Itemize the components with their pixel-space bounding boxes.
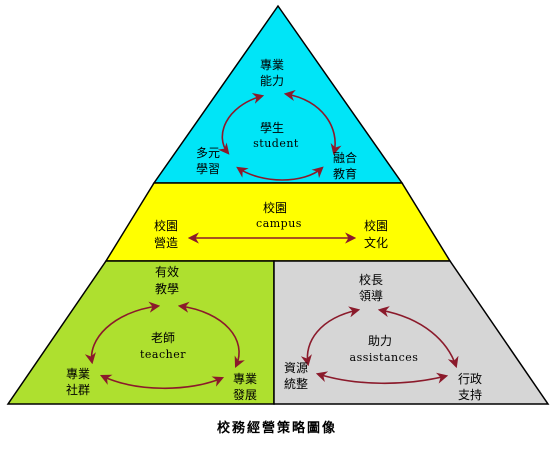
campus-left-label-line2: 營造 xyxy=(154,236,178,250)
teacher-right-label-line2: 發展 xyxy=(233,387,257,402)
student-left-label-line2: 學習 xyxy=(196,162,220,176)
teacher-top-label-line1: 有效 xyxy=(155,264,179,279)
cycle-arrow xyxy=(217,93,265,155)
pyramid-top-section xyxy=(152,4,404,184)
cycle-arrow xyxy=(283,89,342,156)
cycle-arrow xyxy=(300,306,361,367)
student-top-label-line2: 能力 xyxy=(260,74,284,88)
campus-center-label-zh: 校園 xyxy=(263,200,287,215)
cycle-arrow xyxy=(315,371,449,385)
cycle-arrow xyxy=(377,306,459,369)
assistances-right-label-line2: 支持 xyxy=(458,387,482,402)
assistances-right-label-line1: 行政 xyxy=(458,372,482,386)
cycle-arrow xyxy=(99,374,225,390)
teacher-left-label-line2: 社群 xyxy=(66,382,90,397)
assistances-cycle xyxy=(300,306,459,385)
teacher-top-label-line2: 教學 xyxy=(155,281,179,296)
student-right-label-line1: 融合 xyxy=(333,150,357,165)
campus-right-label-line2: 文化 xyxy=(364,235,388,250)
teacher-center-label-en: teacher xyxy=(140,348,186,361)
assistances-top-label-line2: 領導 xyxy=(359,288,383,303)
assistances-top-label-line1: 校長 xyxy=(359,272,383,287)
teacher-right-label-line1: 專業 xyxy=(233,372,257,386)
cycle-arrow xyxy=(236,166,324,181)
student-right-label-line2: 教育 xyxy=(333,166,357,181)
student-center-label-en: student xyxy=(253,137,299,150)
cycle-arrow xyxy=(84,301,161,365)
assistances-center-label-en: assistances xyxy=(350,351,419,364)
assistances-left-label-line2: 統整 xyxy=(284,376,308,391)
assistances-left-label-line1: 資源 xyxy=(284,361,308,375)
diagram-caption: 校務經營策略圖像 xyxy=(217,420,337,436)
campus-center-label-en: campus xyxy=(256,217,302,230)
campus-left-label-line1: 校園 xyxy=(154,218,178,233)
teacher-left-label-line1: 專業 xyxy=(66,367,90,381)
campus-right-label-line1: 校園 xyxy=(364,218,388,233)
assistances-center-label-zh: 助力 xyxy=(368,334,392,348)
student-center-label-zh: 學生 xyxy=(260,121,284,135)
student-left-label-line1: 多元 xyxy=(196,146,220,160)
cycle-arrow xyxy=(177,301,245,369)
student-cycle xyxy=(217,89,342,181)
student-top-label-line1: 專業 xyxy=(260,58,284,72)
teacher-cycle xyxy=(84,301,245,390)
teacher-center-label-zh: 老師 xyxy=(151,331,175,345)
